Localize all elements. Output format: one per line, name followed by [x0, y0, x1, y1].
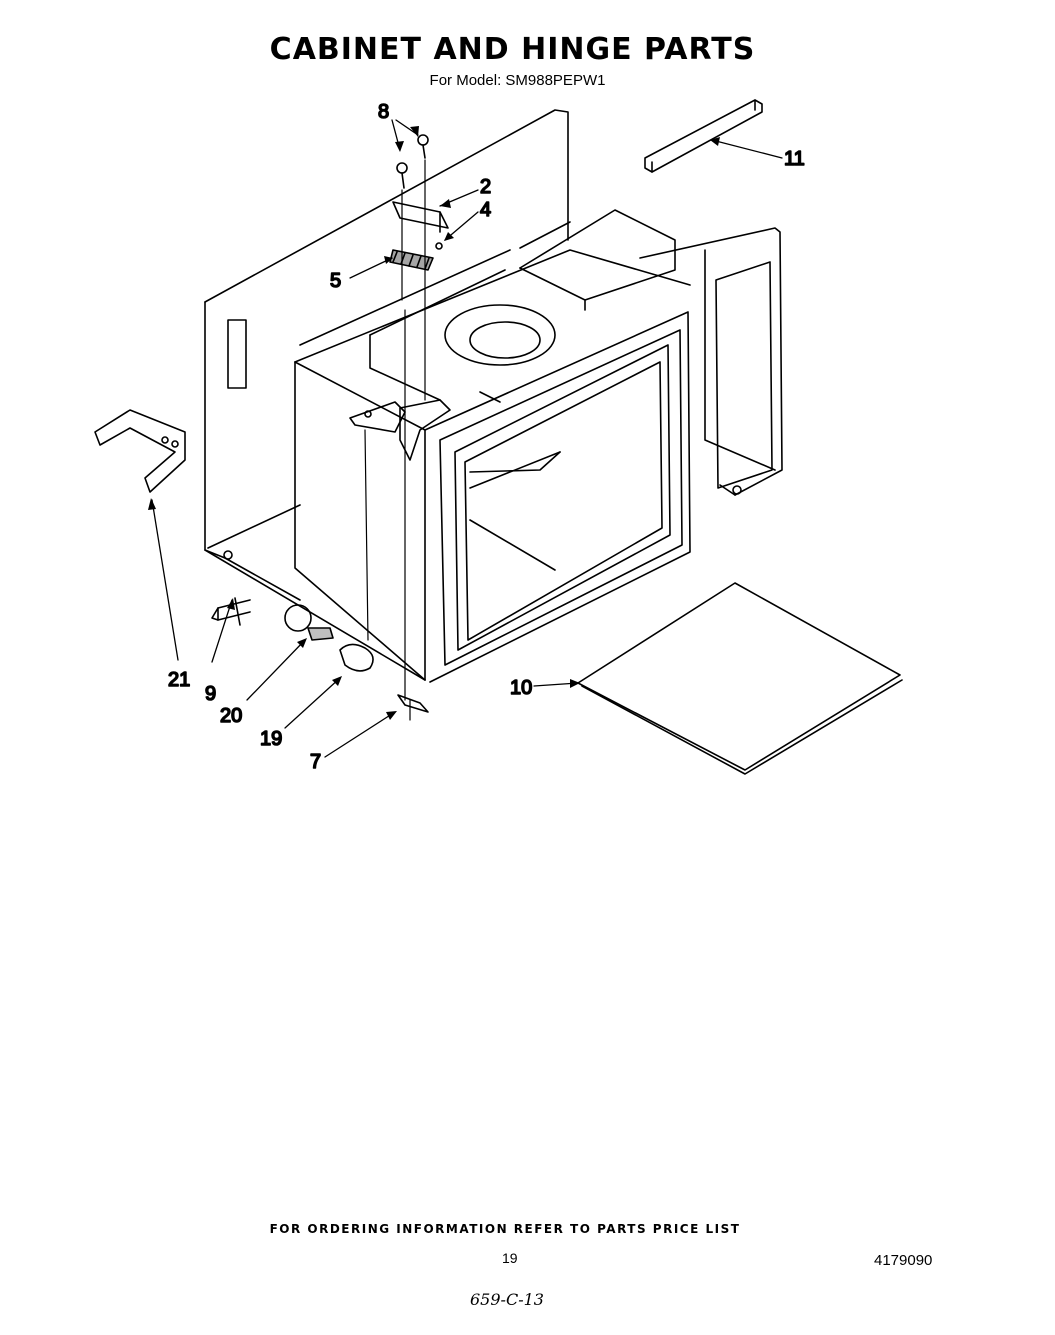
lower-hinge	[349, 399, 451, 713]
callout-5: 5	[330, 270, 341, 292]
part-21-bracket	[94, 409, 186, 493]
part-10-panel	[577, 582, 903, 775]
parts-9-20-19	[211, 597, 374, 672]
page-number: 19	[502, 1250, 518, 1266]
front-frame	[424, 311, 691, 683]
model-subtitle: For Model: SM988PEPW1	[429, 72, 606, 89]
callout-20: 20	[220, 705, 242, 727]
upper-hinge	[389, 134, 449, 271]
callout-8: 8	[378, 101, 389, 123]
callout-7: 7	[310, 751, 321, 773]
callout-4: 4	[480, 199, 491, 221]
alignment-lines	[364, 159, 426, 721]
part-11-rail	[644, 99, 763, 173]
arrowheads	[148, 126, 720, 720]
oven-cavity	[294, 209, 691, 681]
callout-19: 19	[260, 728, 282, 750]
leader-lines	[151, 119, 783, 758]
callout-9: 9	[205, 683, 216, 705]
callout-11: 11	[784, 148, 805, 170]
callout-2: 2	[480, 176, 491, 198]
cabinet-wrapper	[204, 109, 783, 681]
callout-21: 21	[168, 669, 190, 691]
handwritten-code: 659-C-13	[470, 1290, 544, 1309]
ordering-note: FOR ORDERING INFORMATION REFER TO PARTS …	[269, 1222, 741, 1236]
callout-10: 10	[510, 677, 532, 699]
page-title: CABINET AND HINGE PARTS	[269, 32, 756, 67]
document-number: 4179090	[874, 1252, 933, 1269]
